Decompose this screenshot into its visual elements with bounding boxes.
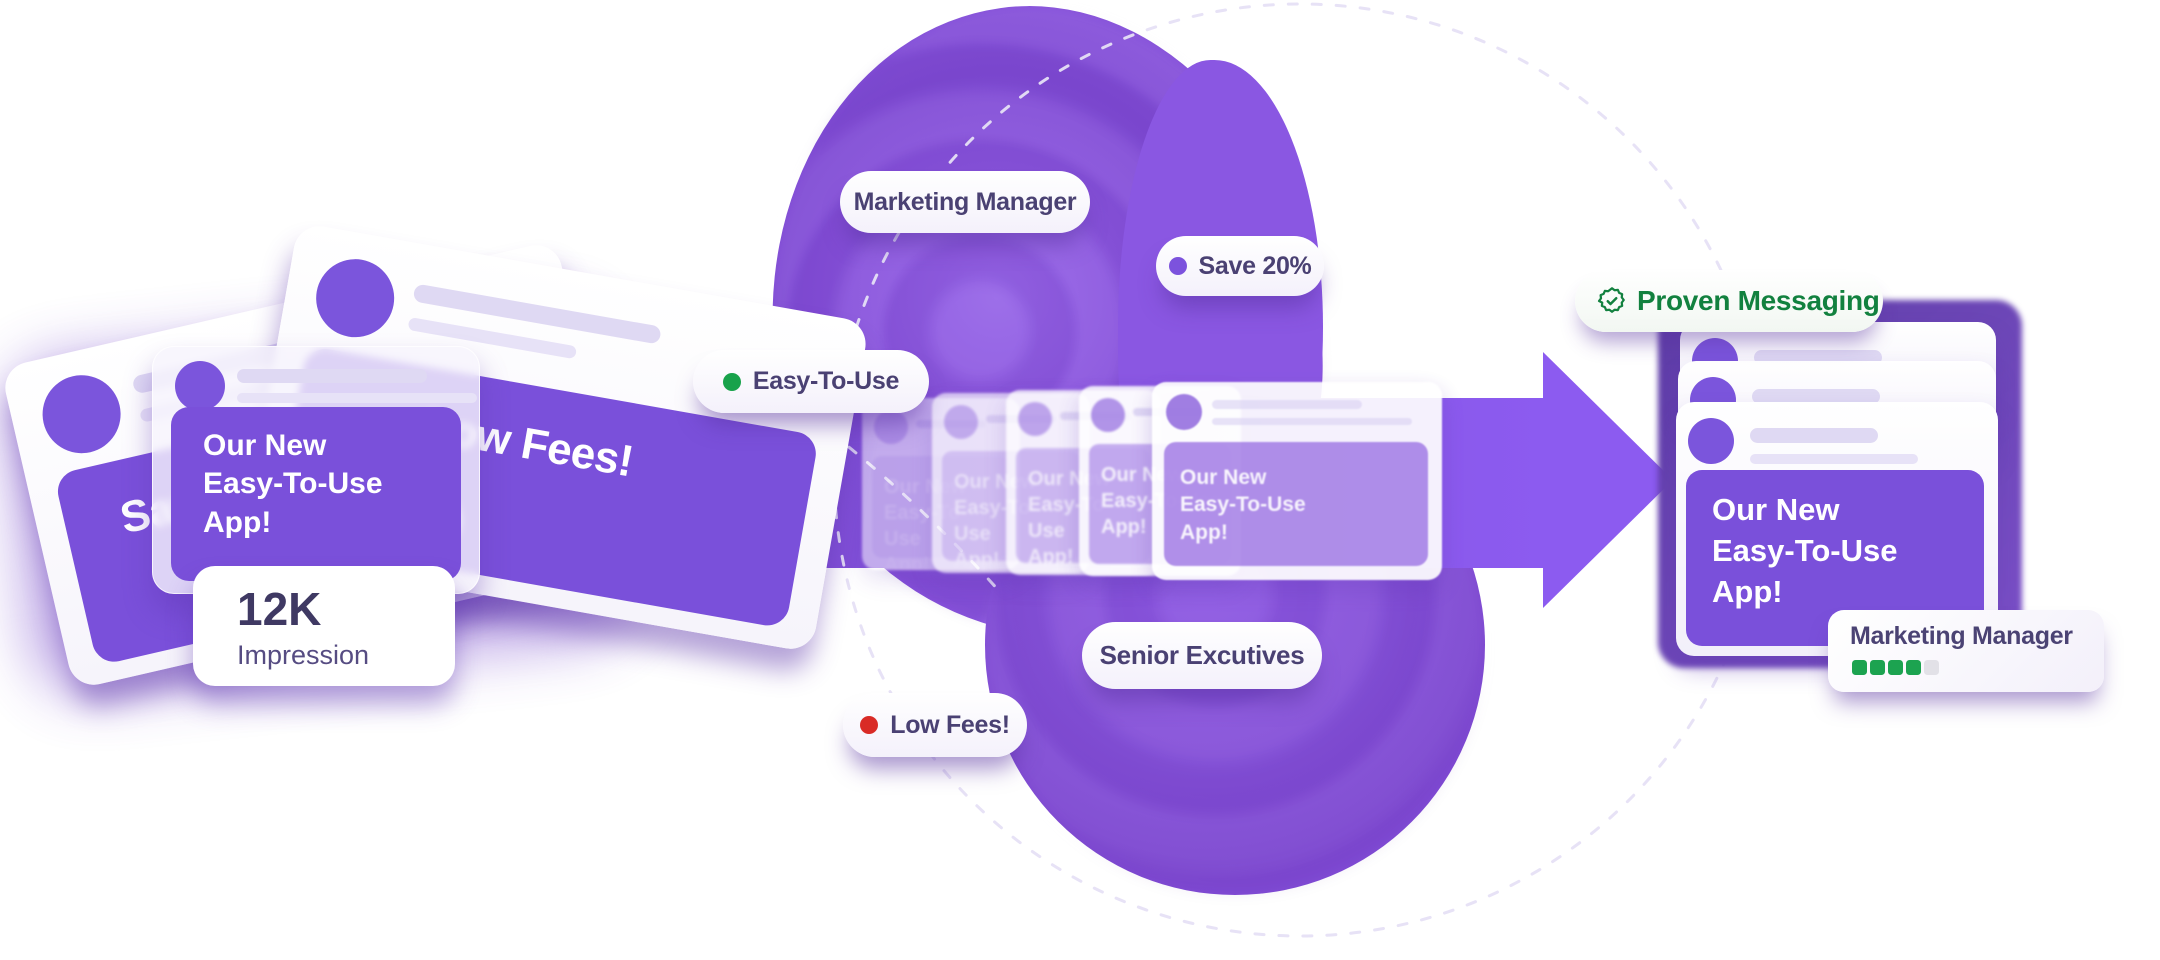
pill-easy-to-use: Easy-To-Use	[693, 350, 929, 413]
avatar	[1091, 398, 1125, 432]
placeholder-line	[237, 369, 427, 383]
ad-creative-box: Our New Easy-To-Use App!	[171, 407, 461, 581]
pill-label: Low Fees!	[890, 710, 1010, 739]
pill-senior-executives: Senior Excutives	[1082, 622, 1322, 689]
score-square-filled	[1888, 660, 1903, 675]
pill-label: Save 20%	[1198, 251, 1312, 280]
avatar	[309, 253, 401, 344]
score-squares	[1852, 660, 1939, 675]
pill-label: Senior Excutives	[1099, 640, 1305, 670]
pill-label: Marketing Manager	[853, 187, 1077, 216]
flow-arrow-head	[1543, 352, 1673, 608]
placeholder-line	[1752, 389, 1880, 404]
score-square-filled	[1852, 660, 1867, 675]
placeholder-line	[1750, 454, 1918, 464]
ad-creative-box	[1164, 442, 1428, 566]
impressions-stat-card: 12K Impression	[193, 566, 455, 686]
green-dot-icon	[722, 372, 741, 391]
pill-label: Easy-To-Use	[752, 367, 900, 395]
winner-card: Marketing Manager	[1828, 610, 2104, 692]
stat-value: 12K	[237, 583, 322, 635]
placeholder-line	[1212, 418, 1412, 425]
score-square-filled	[1870, 660, 1885, 675]
funnel-ad-card-5: Our New Easy-To-Use App!	[1152, 382, 1442, 580]
placeholder-line	[1212, 400, 1362, 409]
score-square-filled	[1906, 660, 1921, 675]
avatar	[944, 405, 978, 439]
ad-headline: Our New Easy-To-Use App!	[1180, 466, 1306, 544]
red-dot-icon	[860, 716, 879, 734]
avatar	[1688, 418, 1734, 464]
ad-headline: Our New Easy-To-Use App!	[203, 429, 383, 539]
placeholder-line	[1750, 428, 1878, 443]
pill-low-fees: Low Fees!	[843, 693, 1027, 757]
avatar	[1166, 394, 1202, 430]
badge-label: Proven Messaging	[1637, 285, 1880, 316]
proven-messaging-badge: Proven Messaging	[1575, 270, 1883, 332]
ad-card-front: Our New Easy-To-Use App!	[152, 346, 480, 594]
badge-check-icon	[1597, 287, 1625, 313]
pill-marketing-manager: Marketing Manager	[840, 171, 1090, 233]
stat-label: Impression	[237, 640, 370, 670]
avatar	[175, 361, 225, 411]
avatar	[34, 367, 129, 461]
ad-headline: Our New Easy-To-Use App!	[1712, 492, 1898, 609]
score-square-empty	[1924, 660, 1939, 675]
placeholder-line	[237, 393, 477, 403]
winner-label: Marketing Manager	[1850, 622, 2073, 650]
purple-dot-icon	[1168, 257, 1187, 275]
avatar	[874, 410, 908, 444]
pill-save-20: Save 20%	[1156, 236, 1324, 296]
avatar	[1018, 402, 1052, 436]
